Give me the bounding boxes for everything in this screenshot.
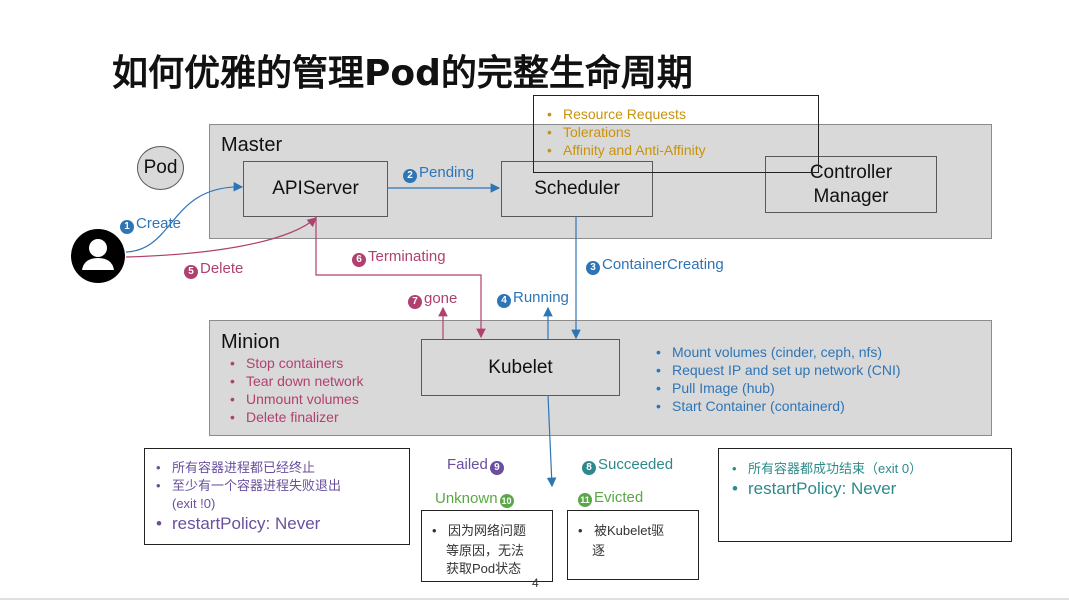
step-number: 1 <box>120 220 134 234</box>
apiserver-label: APIServer <box>272 178 359 199</box>
step-number: 9 <box>489 461 504 475</box>
stop-step: Unmount volumes <box>228 390 364 408</box>
succeeded-notes-list: 所有容器都成功结束（exit 0） restartPolicy: Never <box>730 460 922 500</box>
start-step: Mount volumes (cinder, ceph, nfs) <box>654 343 901 361</box>
step-number: 11 <box>578 493 592 507</box>
state-arrow <box>546 394 557 488</box>
start-steps-list: Mount volumes (cinder, ceph, nfs) Reques… <box>654 343 901 415</box>
failed-note: restartPolicy: Never <box>154 513 341 535</box>
master-label: Master <box>221 134 283 156</box>
kubelet-node: Kubelet <box>421 339 620 396</box>
unknown-notes-list: 因为网络问题 <box>430 522 526 540</box>
succeeded-text: Succeeded <box>598 456 674 473</box>
apiserver-node: APIServer <box>243 161 388 217</box>
stop-step: Tear down network <box>228 372 364 390</box>
kubelet-label: Kubelet <box>488 356 553 378</box>
step-number: 7 <box>408 295 422 309</box>
failed-note-exit: (exit !0) <box>172 496 216 511</box>
terminating-arrow <box>315 216 486 339</box>
stop-steps-list: Stop containers Tear down network Unmoun… <box>228 354 364 426</box>
step-number: 4 <box>497 294 511 308</box>
evicted-notes-box <box>567 510 699 580</box>
pod-node: Pod <box>137 146 184 190</box>
unknown-note: 因为网络问题 <box>430 522 526 540</box>
scheduler-note: Tolerations <box>545 123 706 141</box>
stop-step: Stop containers <box>228 354 364 372</box>
unknown-text: Unknown <box>435 490 498 507</box>
step-number: 8 <box>582 461 596 475</box>
pending-text: Pending <box>419 164 475 181</box>
start-step: Start Container (containerd) <box>654 397 901 415</box>
gone-text: gone <box>424 290 458 307</box>
page-title: 如何优雅的管理Pod的完整生命周期 <box>112 53 693 94</box>
failed-text: Failed <box>447 456 488 473</box>
delete-text: Delete <box>200 260 244 277</box>
failed-notes-list: 所有容器进程都已经终止 至少有一个容器进程失败退出 (exit !0) rest… <box>154 459 341 535</box>
controller-manager-label: Controller Manager <box>809 161 893 207</box>
failed-note-cont: (exit !0) <box>154 495 341 513</box>
evicted-note-line2: 逐 <box>592 543 606 558</box>
stop-step: Delete finalizer <box>228 408 364 426</box>
start-step: Pull Image (hub) <box>654 379 901 397</box>
pod-label: Pod <box>143 157 178 178</box>
failed-note: 所有容器进程都已经终止 <box>154 459 341 477</box>
minion-label: Minion <box>221 331 280 353</box>
step-number: 3 <box>586 261 600 275</box>
container-creating-text: ContainerCreating <box>602 256 724 273</box>
evicted-notes-list: 被Kubelet驱 <box>576 522 664 540</box>
page-number: 4 <box>532 576 539 590</box>
step-number: 5 <box>184 265 198 279</box>
delete-arrow <box>125 217 317 258</box>
evicted-text: Evicted <box>594 489 644 506</box>
start-step: Request IP and set up network (CNI) <box>654 361 901 379</box>
controller-manager-node: Controller Manager <box>765 156 937 213</box>
scheduler-note: Affinity and Anti-Affinity <box>545 141 706 159</box>
scheduler-notes-list: Resource Requests Tolerations Affinity a… <box>545 105 706 159</box>
unknown-note-line2: 等原因，无法 <box>446 543 525 558</box>
bottom-divider <box>0 598 1069 600</box>
scheduler-label: Scheduler <box>534 178 620 199</box>
step-number: 6 <box>352 253 366 267</box>
create-arrow <box>125 181 244 253</box>
step-number: 2 <box>403 169 417 183</box>
scheduler-notes-box <box>533 95 819 173</box>
failed-note: 至少有一个容器进程失败退出 <box>154 477 341 495</box>
step-number: 10 <box>499 494 514 508</box>
succeeded-note: restartPolicy: Never <box>730 478 922 500</box>
succeeded-note: 所有容器都成功结束（exit 0） <box>730 460 922 478</box>
evicted-note: 被Kubelet驱 <box>576 522 664 540</box>
unknown-note-line3: 获取Pod状态 <box>446 561 522 576</box>
terminating-text: Terminating <box>368 248 446 265</box>
scheduler-node: Scheduler <box>501 161 653 217</box>
running-text: Running <box>513 289 569 306</box>
user-avatar-icon <box>70 228 126 284</box>
create-text: Create <box>136 215 182 232</box>
scheduler-note: Resource Requests <box>545 105 706 123</box>
